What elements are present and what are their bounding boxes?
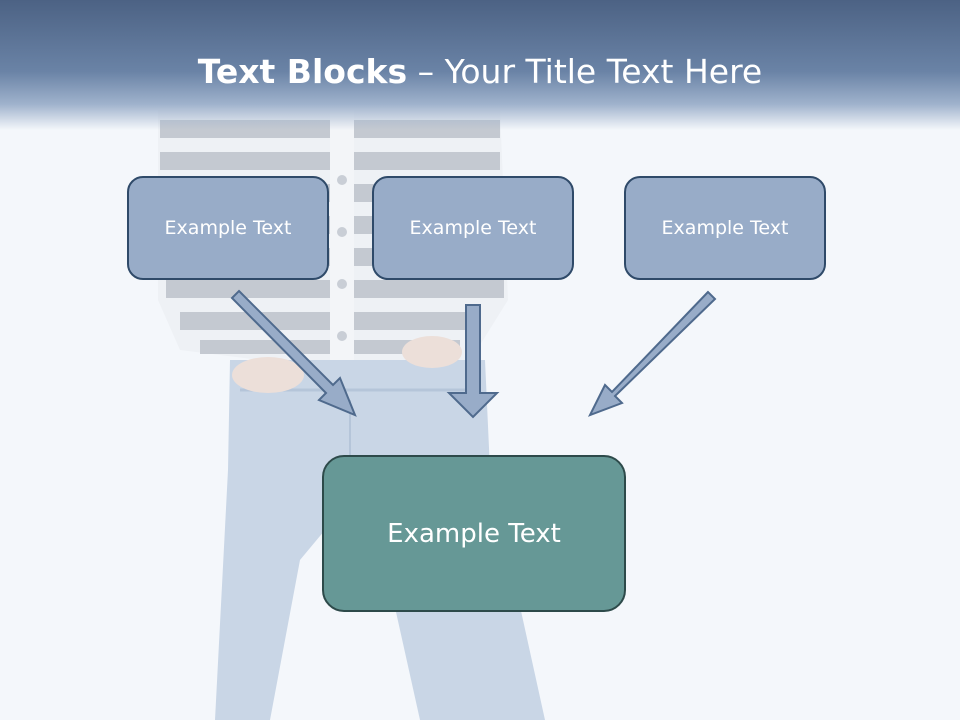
title-bar: [0, 0, 960, 130]
arrow-center: [446, 304, 500, 419]
text-block-2: Example Text: [372, 176, 574, 280]
text-block-1-label: Example Text: [164, 217, 292, 239]
title-bold: Text Blocks: [197, 52, 408, 91]
main-text-block: Example Text: [322, 455, 626, 612]
arrow-right: [587, 290, 717, 417]
text-block-3: Example Text: [624, 176, 826, 280]
slide-title: Text Blocks – Your Title Text Here: [0, 52, 960, 91]
title-separator: –: [407, 52, 445, 91]
title-rest: Your Title Text Here: [444, 52, 763, 91]
text-block-2-label: Example Text: [409, 217, 537, 239]
left-hand: [232, 357, 304, 393]
cardigan-placket: [330, 110, 354, 370]
main-text-block-label: Example Text: [387, 518, 561, 549]
text-block-1: Example Text: [127, 176, 329, 280]
right-hand: [402, 336, 462, 368]
text-block-3-label: Example Text: [661, 217, 789, 239]
arrow-left: [230, 289, 357, 417]
